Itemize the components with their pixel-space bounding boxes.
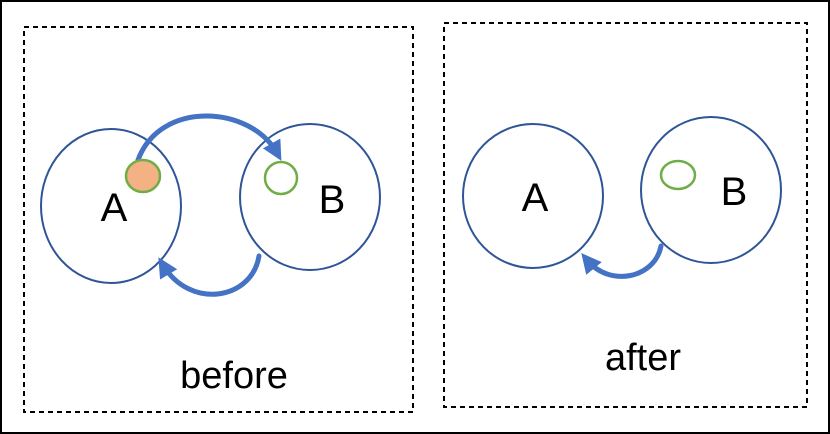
after-panel: A B after (443, 22, 808, 408)
before-node-a-circle (40, 128, 182, 284)
after-node-a-letter: A (522, 176, 549, 220)
before-node-b-circle (239, 123, 381, 271)
after-empty-small-circle (659, 159, 697, 191)
before-panel-label: before (180, 355, 288, 397)
before-node-a-letter: A (101, 186, 128, 230)
after-node-b-circle (640, 116, 782, 264)
before-empty-small-circle (263, 160, 299, 196)
after-panel-label: after (605, 337, 681, 379)
before-panel: A B before (23, 26, 414, 413)
after-node-a-circle (462, 123, 604, 269)
before-node-b-letter: B (319, 178, 346, 222)
before-arrow-b-to-a (158, 253, 262, 297)
before-arrow-a-to-b (135, 113, 282, 163)
after-node-b-letter: B (721, 170, 748, 214)
before-filled-small-circle (124, 158, 162, 194)
after-arrow-b-to-a (581, 243, 664, 279)
after-panel-border (443, 22, 808, 408)
